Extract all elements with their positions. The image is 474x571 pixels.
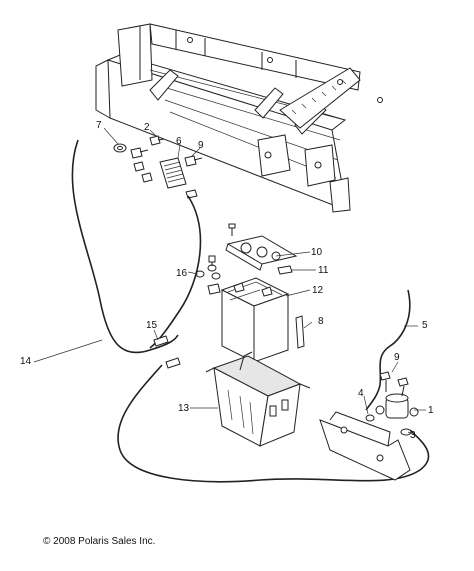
- callout-3: 3: [410, 430, 416, 441]
- callout-5: 5: [422, 320, 428, 331]
- hold-down-rod-8: [295, 315, 305, 349]
- callout-13: 13: [178, 403, 190, 414]
- frame-crossmember: [95, 23, 383, 213]
- battery-12: [220, 277, 290, 363]
- callout-labels: 7 2 6 9 10 11 12 16 8 15 14 13 5 9 4 1 3: [20, 120, 434, 441]
- callout-11: 11: [318, 265, 329, 276]
- solenoid-bracket: [319, 411, 411, 481]
- callout-1: 1: [428, 405, 434, 416]
- battery-box-13: [205, 351, 311, 447]
- cable-5: [365, 289, 411, 411]
- nut-3: [400, 428, 412, 436]
- bolts-9-lower: [379, 371, 409, 397]
- callout-9-lower: 9: [394, 352, 400, 363]
- callout-7: 7: [96, 120, 102, 131]
- callout-8: 8: [318, 316, 324, 327]
- callout-4: 4: [358, 388, 364, 399]
- callout-14: 14: [20, 356, 32, 367]
- bolt-9-upper: [184, 155, 203, 167]
- callout-2: 2: [144, 122, 150, 133]
- fuse-block-6: [159, 157, 187, 189]
- callout-12: 12: [312, 285, 324, 296]
- bolts-2: [130, 135, 165, 183]
- starter-solenoid-1: [375, 393, 419, 419]
- leader-lines: [33, 127, 426, 435]
- battery-hold-down-10: [225, 223, 298, 271]
- nut-4: [365, 414, 375, 422]
- nut-11: [277, 265, 293, 275]
- cable-15: [117, 335, 430, 483]
- callout-16: 16: [176, 268, 188, 279]
- terminal-hardware-16: [195, 255, 221, 295]
- nut-7: [113, 143, 127, 153]
- battery-cable-14: [71, 139, 202, 354]
- callout-6: 6: [176, 136, 182, 147]
- callout-9-upper: 9: [198, 140, 204, 151]
- copyright-notice: © 2008 Polaris Sales Inc.: [43, 536, 156, 547]
- callout-10: 10: [311, 247, 323, 258]
- callout-15: 15: [146, 320, 158, 331]
